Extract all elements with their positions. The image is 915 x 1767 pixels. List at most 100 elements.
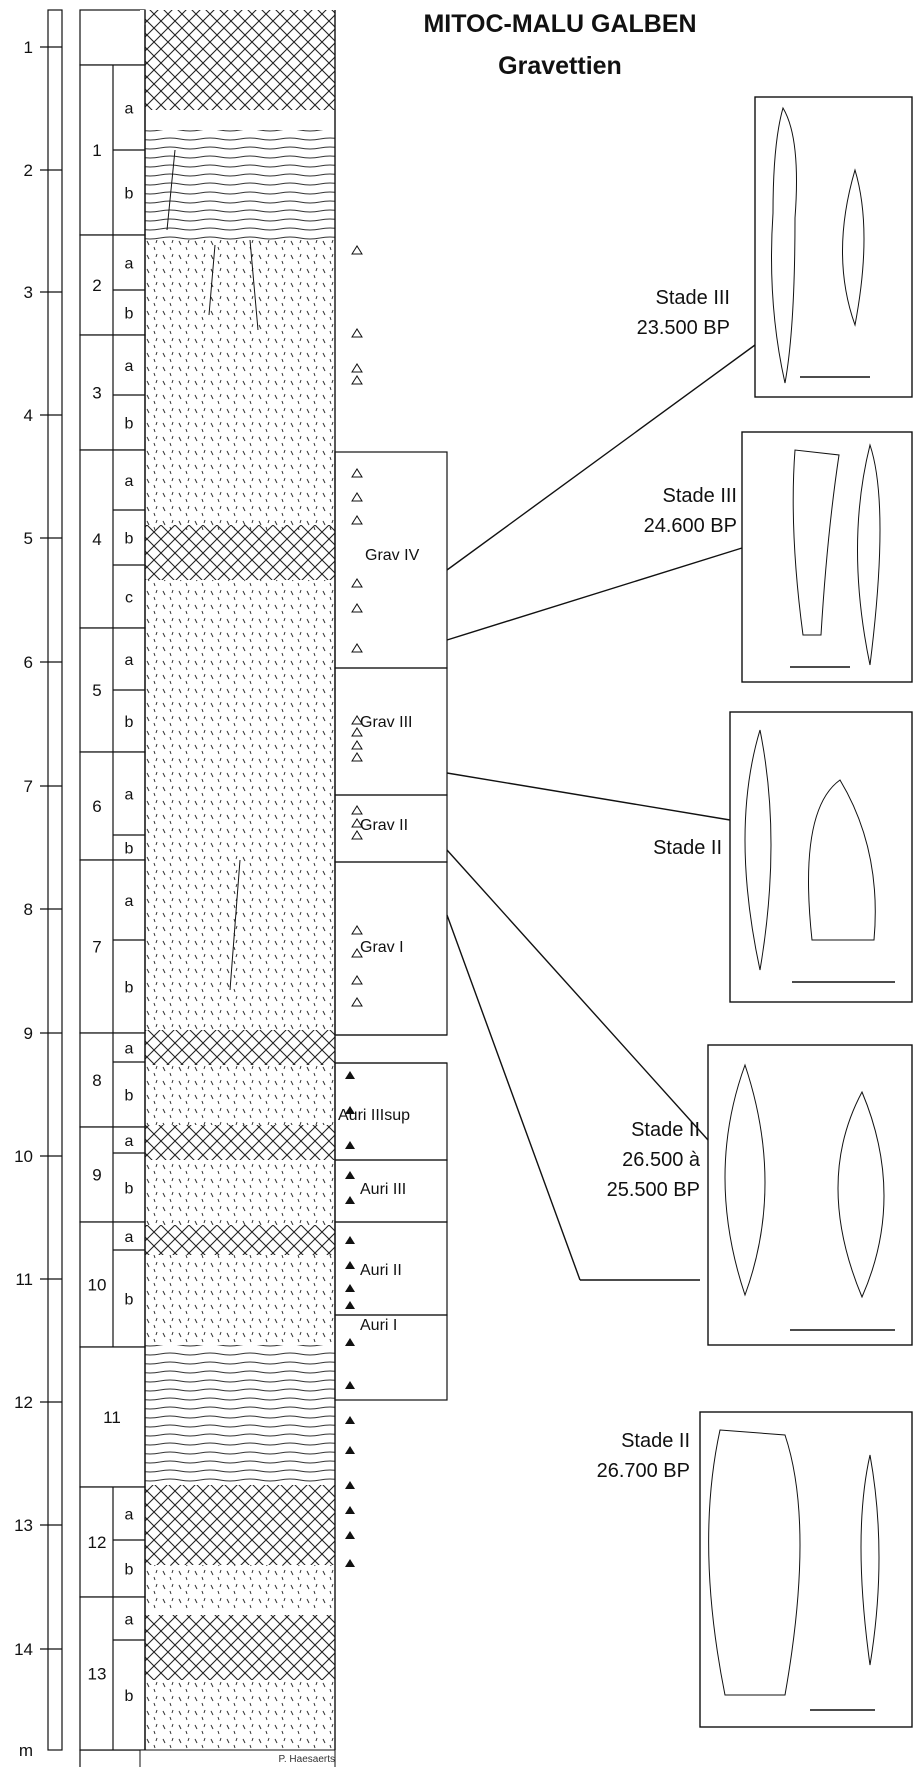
open-triangle-marker <box>352 604 362 612</box>
sublayer-label: b <box>125 1181 134 1198</box>
depth-label: 7 <box>24 777 33 796</box>
open-triangle-marker <box>352 741 362 749</box>
sublayer-label: c <box>125 590 133 607</box>
sublayer-label: b <box>125 186 134 203</box>
open-triangle-marker <box>352 806 362 814</box>
culture-subtitle: Gravettien <box>498 52 622 80</box>
filled-triangle-marker <box>345 1338 355 1346</box>
sublayer-label: a <box>125 1041 134 1058</box>
stade-label: Stade II <box>631 1119 700 1141</box>
depth-label: 2 <box>24 161 33 180</box>
sublayer-label: a <box>125 1133 134 1150</box>
layer-number: 1 <box>92 141 101 160</box>
filled-triangle-marker <box>345 1506 355 1514</box>
unit-label: Grav III <box>360 714 412 731</box>
filled-triangle-marker <box>345 1141 355 1149</box>
filled-triangle-marker <box>345 1531 355 1539</box>
open-triangle-marker <box>352 998 362 1006</box>
open-triangle-marker <box>352 926 362 934</box>
layer-columns: 1ab2ab3ab4abc5ab6ab7ab8ab9ab10ab1112ab13… <box>80 10 145 1767</box>
stade-label: 24.600 BP <box>644 515 737 537</box>
open-triangle-marker <box>352 579 362 587</box>
layer-7: 7ab <box>80 860 145 1033</box>
layer-number: 3 <box>92 384 101 403</box>
depth-label: 12 <box>14 1393 33 1412</box>
sample-markers <box>345 246 362 1567</box>
layer-13: 13 a b <box>80 1597 145 1750</box>
filled-triangle-marker <box>345 1446 355 1454</box>
artefact-panel-5 <box>700 1412 912 1727</box>
site-title: MITOC-MALU GALBEN <box>423 10 696 38</box>
layer-5: 5ab <box>80 628 145 752</box>
sublayer-label: a <box>125 1507 134 1524</box>
layer-6: 6 a b <box>80 752 145 860</box>
open-triangle-marker <box>352 493 362 501</box>
depth-label: 3 <box>24 283 33 302</box>
stade-label: 23.500 BP <box>637 317 730 339</box>
sublayer-label: a <box>125 256 134 273</box>
sublayer-label: b <box>125 306 134 323</box>
unit-label: Grav II <box>360 817 408 834</box>
open-triangle-marker <box>352 469 362 477</box>
depth-label: 6 <box>24 653 33 672</box>
open-triangle-marker <box>352 976 362 984</box>
depth-label: 9 <box>24 1024 33 1043</box>
sublayer-label: a <box>125 787 134 804</box>
sublayer-label: a <box>125 473 134 490</box>
layer-3: 3 a b <box>80 335 145 450</box>
sublayer-label: a <box>125 358 134 375</box>
filled-triangle-marker <box>345 1261 355 1269</box>
layer-number: 13 <box>88 1665 107 1684</box>
sublayer-label: b <box>125 1088 134 1105</box>
sublayer-label: b <box>125 416 134 433</box>
depth-label: 14 <box>14 1640 33 1659</box>
lithology-column <box>140 10 335 1767</box>
sublayer-label: b <box>125 841 134 858</box>
open-triangle-marker <box>352 376 362 384</box>
title-block: MITOC-MALU GALBEN Gravettien <box>423 10 696 80</box>
filled-triangle-marker <box>345 1481 355 1489</box>
unit-box <box>335 668 447 795</box>
filled-triangle-marker <box>345 1071 355 1079</box>
blade-drawing <box>772 108 797 383</box>
depth-label: 10 <box>14 1147 33 1166</box>
depth-label: 1 <box>24 38 33 57</box>
sublayer-label: b <box>125 531 134 548</box>
stade-label: Stade II <box>621 1430 690 1452</box>
stade-label: 26.700 BP <box>597 1460 690 1482</box>
layer-2: 2ab <box>80 235 145 335</box>
sublayer-label: b <box>125 714 134 731</box>
open-triangle-marker <box>352 246 362 254</box>
point-drawing <box>843 170 865 325</box>
open-triangle-marker <box>352 364 362 372</box>
sublayer-label: a <box>125 1612 134 1629</box>
layer-number: 11 <box>103 1408 121 1427</box>
stade-label: 25.500 BP <box>607 1179 700 1201</box>
filled-triangle-marker <box>345 1416 355 1424</box>
layer-number: 10 <box>88 1276 107 1295</box>
depth-scale-bar <box>48 10 62 1750</box>
layer-number: 4 <box>92 530 101 549</box>
unit-label: Grav IV <box>365 547 420 564</box>
unit-label: Auri IIIsup <box>338 1107 410 1124</box>
layer-number: 9 <box>92 1166 101 1185</box>
layer-4: 4 a b c <box>80 450 145 628</box>
stade-labels: Stade III23.500 BPStade III24.600 BPStad… <box>597 287 737 1482</box>
open-triangle-marker <box>352 753 362 761</box>
layer-9: 9 a b <box>80 1127 145 1222</box>
depth-label: 4 <box>24 406 33 425</box>
depth-label: m <box>19 1741 33 1760</box>
sublayer-label: b <box>125 1688 134 1705</box>
layer-8: 8ab <box>80 1033 145 1127</box>
stade-label: Stade III <box>663 485 738 507</box>
layer-11: 11 <box>80 1347 145 1487</box>
open-triangle-marker <box>352 329 362 337</box>
filled-triangle-marker <box>345 1559 355 1567</box>
unit-label: Grav I <box>360 939 404 956</box>
layer-number: 6 <box>92 797 101 816</box>
filled-triangle-marker <box>345 1171 355 1179</box>
